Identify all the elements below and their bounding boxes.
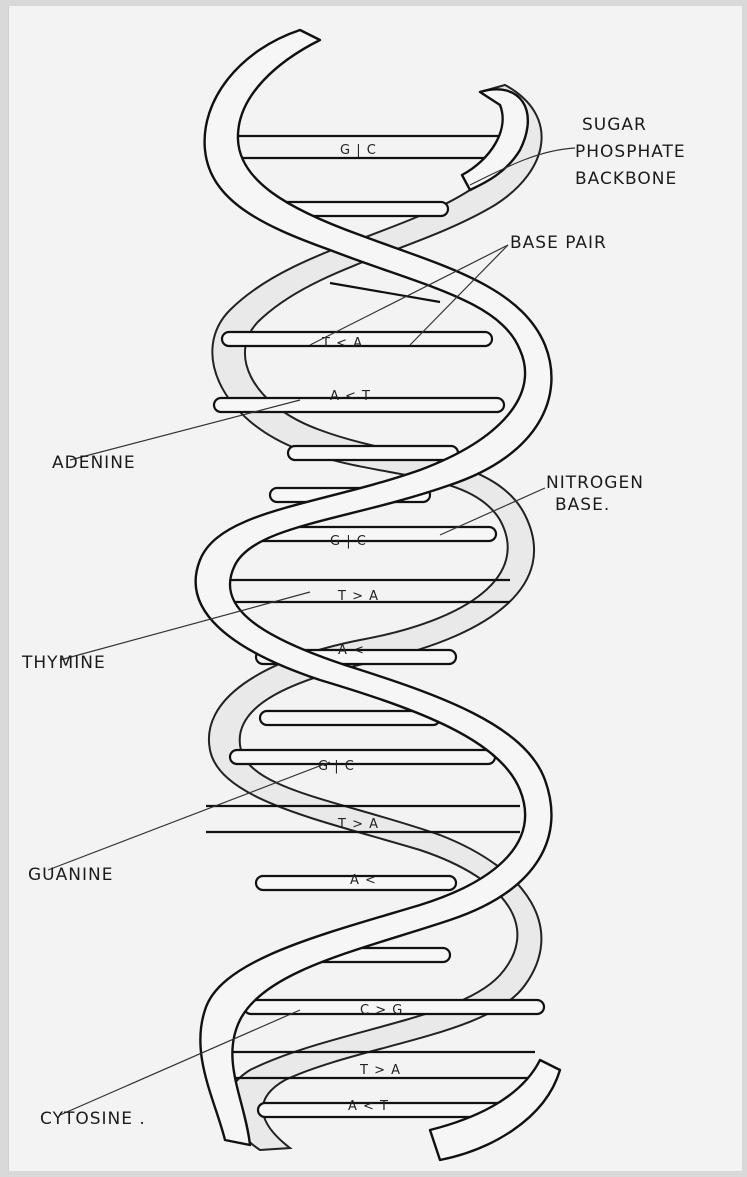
base-pair-label: T > A (337, 817, 379, 832)
annotations: SUGAR PHOSPHATE BACKBONE BASE PAIR NITRO… (21, 115, 686, 1129)
rung-bar (260, 711, 440, 725)
rung (330, 283, 440, 302)
base-pair-label: G | C (340, 143, 377, 158)
label-thymine: THYMINE (21, 653, 106, 673)
base-pair-label: A < (350, 873, 377, 888)
leader-guanine (48, 762, 330, 870)
base-pair-label: A < T (348, 1099, 389, 1114)
label-phosphate: PHOSPHATE (575, 142, 686, 162)
label-guanine: GUANINE (28, 865, 113, 885)
base-pair-label: T > A (359, 1063, 401, 1078)
label-sugar: SUGAR (582, 115, 647, 135)
rung-bar (230, 750, 495, 764)
label-backbone: BACKBONE (575, 169, 677, 189)
base-pair-label: A < T (330, 389, 371, 404)
label-cytosine: CYTOSINE . (40, 1109, 146, 1129)
label-base: BASE. (555, 495, 610, 515)
base-pair-label: T > A (337, 589, 379, 604)
rung-bar (288, 446, 458, 460)
base-pair-label: A < (338, 643, 365, 658)
base-pair-label: G | C (318, 759, 355, 774)
label-base-pair: BASE PAIR (510, 233, 607, 253)
base-pair-label: T < A (321, 336, 363, 351)
base-pair-label: C > G (360, 1003, 403, 1018)
label-nitrogen: NITROGEN (546, 473, 644, 493)
base-pair-label: G | C (330, 534, 367, 549)
label-adenine: ADENINE (52, 453, 136, 473)
